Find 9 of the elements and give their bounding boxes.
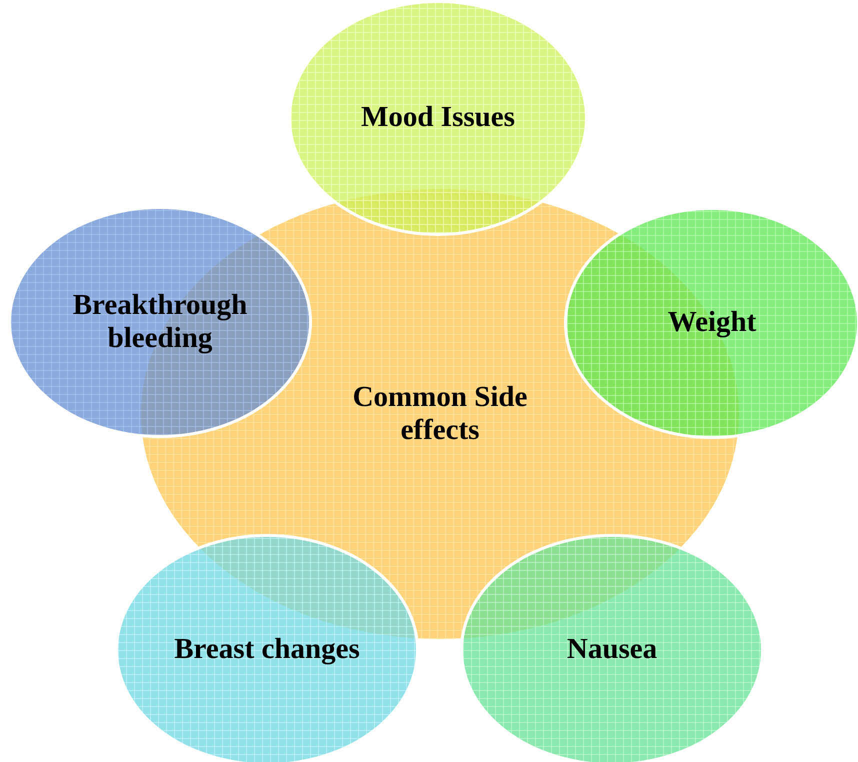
node-label: Weight — [668, 306, 756, 340]
ellipse-node — [460, 534, 764, 762]
node-label: Breast changes — [174, 633, 360, 667]
node-label: Nausea — [566, 633, 658, 667]
node-label: Common Side effects — [352, 380, 528, 448]
node-label: Mood Issues — [361, 101, 515, 135]
ellipse-node — [115, 534, 419, 762]
node-label: Breakthrough bleeding — [72, 288, 248, 356]
ellipse-node — [564, 207, 858, 439]
